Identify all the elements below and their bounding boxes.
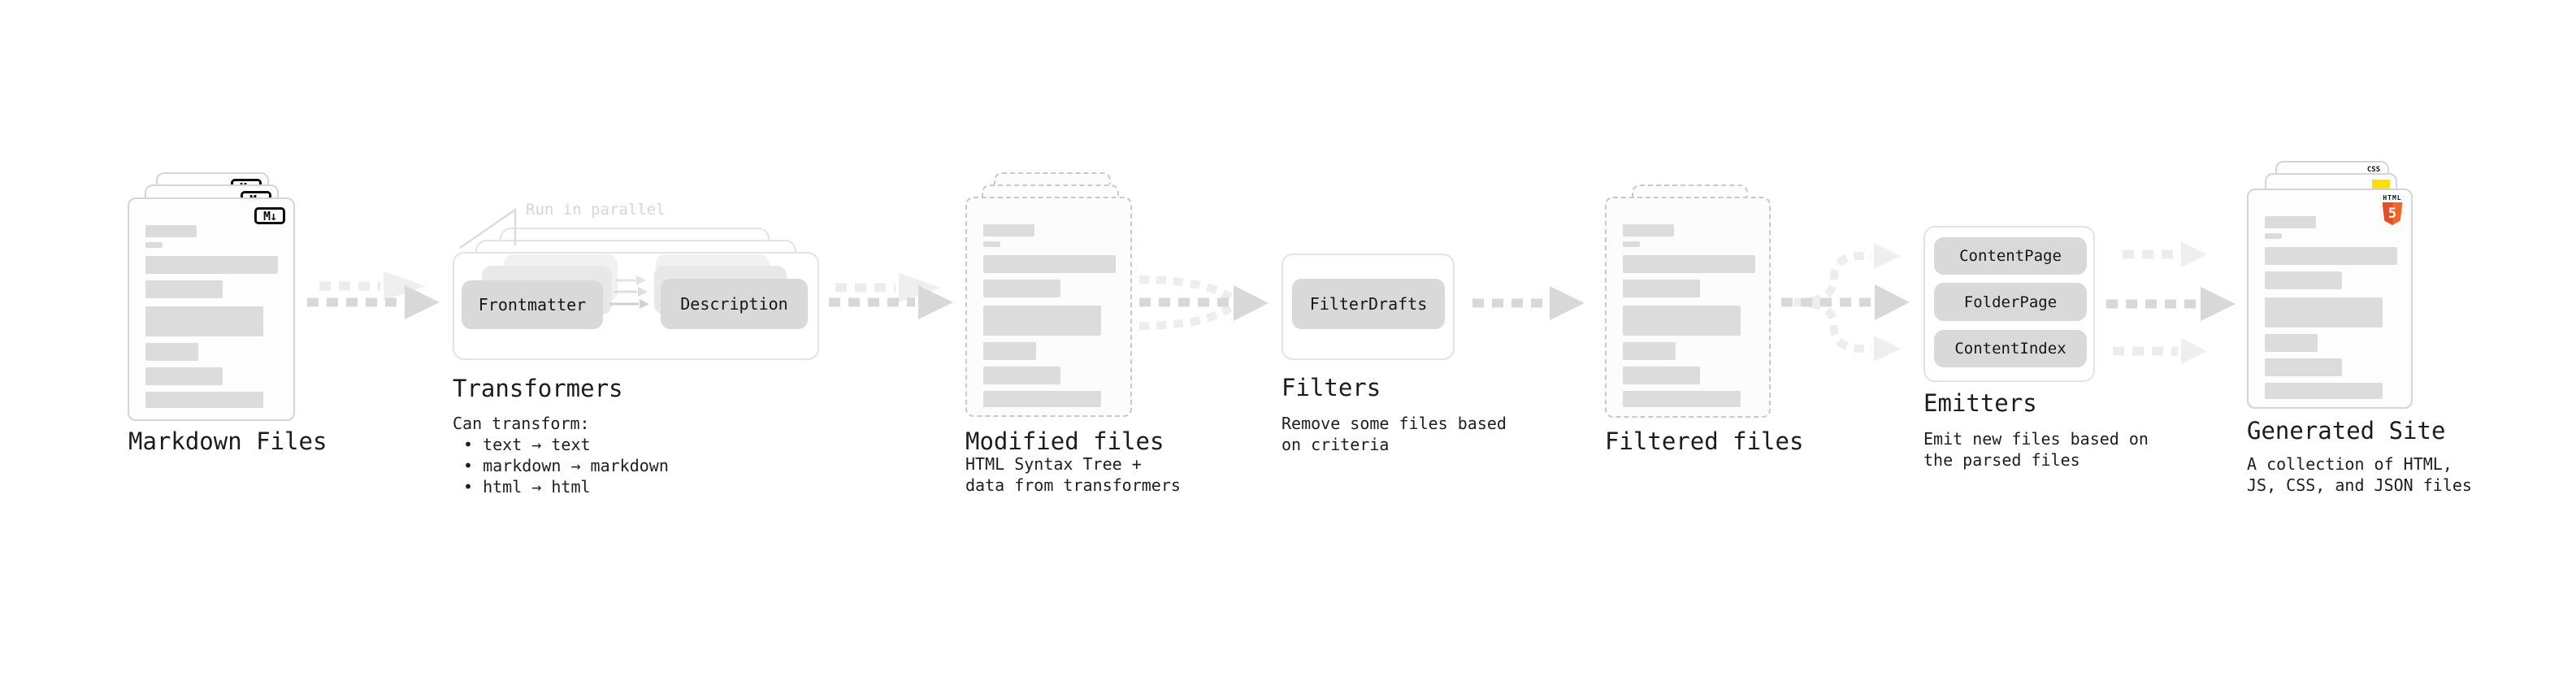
filtered-file-card-front (1605, 197, 1771, 418)
run-in-parallel-note: Run in parallel (526, 201, 666, 219)
content-bar (2265, 247, 2397, 265)
content-bar (1623, 224, 1674, 236)
content-bar (145, 225, 197, 237)
label-emitters: Emitters (1923, 389, 2037, 417)
content-bar (1623, 391, 1741, 407)
content-bar (983, 306, 1101, 336)
content-bar (983, 241, 1000, 247)
javascript-icon (2372, 180, 2390, 190)
label-modified-files: Modified files (965, 427, 1164, 455)
content-bar (983, 367, 1060, 384)
modified-files-description-text: HTML Syntax Tree + data from transformer… (965, 454, 1181, 495)
frontmatter-pill: Frontmatter (462, 280, 603, 329)
content-bar (2265, 297, 2383, 327)
filterdrafts-pill: FilterDrafts (1292, 279, 1445, 329)
content-bar (1623, 280, 1700, 297)
label-markdown-files: Markdown Files (128, 427, 327, 455)
content-bar (145, 306, 263, 336)
emitters-description-text: Emit new files based on the parsed files (1923, 429, 2149, 470)
content-bar (145, 280, 223, 298)
content-bar (2265, 233, 2282, 239)
content-bar (1623, 255, 1755, 273)
arrow-emitters-to-generated (2106, 241, 2236, 364)
content-bar (983, 342, 1036, 360)
content-bar (1623, 367, 1700, 384)
content-bar (2265, 383, 2383, 399)
contentpage-pill: ContentPage (1934, 237, 2087, 275)
filters-description-text: Remove some files based on criteria (1281, 414, 1507, 454)
label-filtered-files: Filtered files (1605, 427, 1804, 455)
arrow-markdown-to-transformers (307, 271, 440, 319)
content-bar (1623, 306, 1741, 336)
label-transformers: Transformers (453, 375, 623, 402)
content-bar (2265, 358, 2342, 376)
content-bar (145, 256, 278, 274)
generated-site-description-text: A collection of HTML, JS, CSS, and JSON … (2247, 454, 2472, 495)
arrow-filtered-to-emitters (1781, 243, 1910, 362)
label-filters: Filters (1281, 374, 1381, 401)
arrow-modified-to-filters (1138, 275, 1268, 330)
content-bar (1623, 241, 1640, 247)
description-pill: Description (661, 279, 808, 329)
transformers-description-text: Can transform: • text → text • markdown … (453, 414, 669, 497)
content-bar (983, 391, 1101, 407)
content-bar (983, 255, 1116, 273)
markdown-file-card-front: M↓ (128, 197, 295, 421)
content-bar (2265, 334, 2318, 352)
content-bar (2265, 271, 2342, 289)
content-bar (145, 242, 163, 248)
content-bar (2265, 216, 2316, 228)
folderpage-pill: FolderPage (1934, 283, 2087, 321)
modified-file-card-front (965, 197, 1132, 417)
content-bar (983, 280, 1060, 297)
content-bar (983, 224, 1034, 236)
markdown-icon: M↓ (254, 207, 285, 224)
label-generated-site: Generated Site (2247, 417, 2446, 445)
arrow-filters-to-filtered (1472, 286, 1585, 320)
contentindex-pill: ContentIndex (1934, 330, 2087, 367)
content-bar (145, 392, 263, 408)
generated-file-card-html: HTML 5 (2247, 189, 2413, 409)
content-bar (145, 343, 198, 361)
arrow-transformers-to-modified (829, 273, 953, 319)
content-bar (1623, 342, 1676, 360)
content-bar (145, 367, 223, 385)
html5-icon: HTML 5 (2382, 194, 2403, 225)
